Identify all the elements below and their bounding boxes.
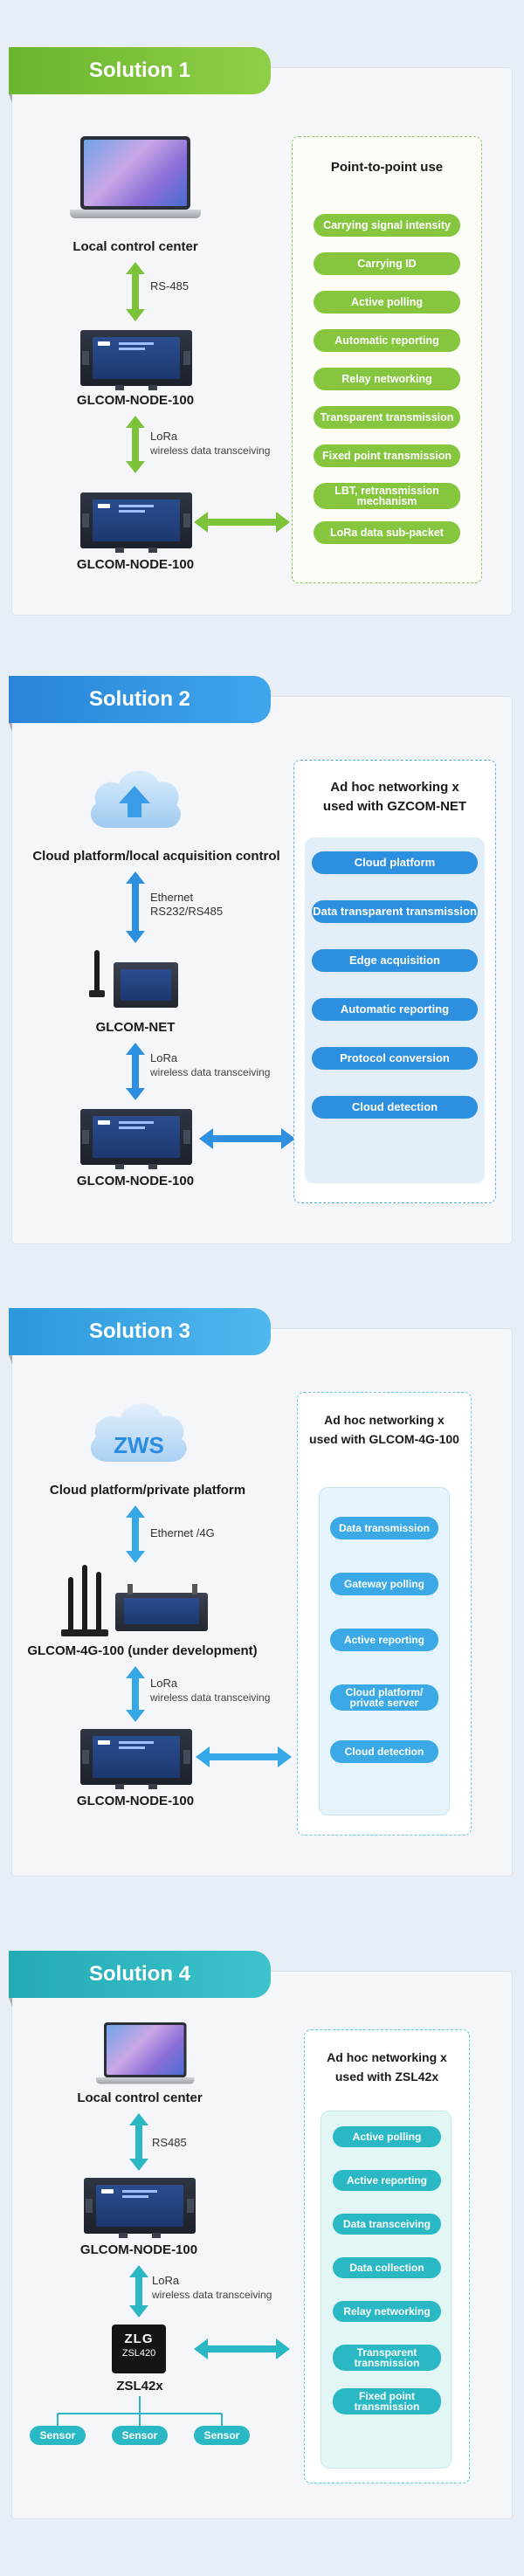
solution2-device2-label: GLCOM-NET	[95, 1020, 176, 1035]
solution4-device2-label: GLCOM-NODE-100	[79, 2242, 198, 2257]
solution2-box-title: Ad hoc networking x used with GZCOM-NET	[322, 780, 467, 814]
solution4-feature-pill: Fixed point transmission	[333, 2388, 441, 2414]
solution1-device3-label: GLCOM-NODE-100	[76, 557, 195, 572]
solution4-box-title: Ad hoc networking x used with ZSL42x	[327, 2050, 447, 2084]
solution4-arrow1	[129, 2113, 148, 2171]
solution3-device1-label: Cloud platform/private platform	[49, 1483, 246, 1498]
solution4-arrow2	[129, 2265, 148, 2318]
solution1-feature-pill: Transparent transmission	[314, 406, 460, 429]
double-arrow-icon	[199, 1128, 295, 1149]
solution3-link1: Ethernet /4G	[150, 1526, 215, 1539]
solution2-arrow2	[126, 1043, 145, 1100]
solution1-device2-label: GLCOM-NODE-100	[76, 393, 195, 408]
solution1-feature-pill: LBT, retransmission mechanism	[314, 483, 460, 509]
net-gateway-icon	[87, 950, 183, 1011]
solution1-feature-pill: Active polling	[314, 291, 460, 313]
solution3-arrow2	[126, 1666, 145, 1722]
solution3-feature-pill: Gateway polling	[330, 1573, 438, 1595]
solution2-arrow1	[126, 871, 145, 943]
solution2-link2: LoRa wireless data transceiving	[150, 1051, 271, 1078]
solution2-feature-pill: Data transparent transmission	[312, 900, 478, 923]
node-device-icon	[80, 1109, 192, 1169]
node-device-icon	[80, 492, 192, 553]
solution4-feature-pill: Transparent transmission	[333, 2345, 441, 2371]
solution2-device3-label: GLCOM-NODE-100	[76, 1174, 195, 1188]
solution3-feature-box: Ad hoc networking x used with GLCOM-4G-1…	[297, 1392, 472, 1836]
solution3-panel: Solution 3 ZWS Cloud platform/private pl…	[9, 1308, 512, 1876]
4g-gateway-icon	[61, 1553, 210, 1638]
sensor-connector-lines	[57, 2396, 223, 2428]
double-arrow-icon	[194, 2338, 290, 2359]
solution4-feature-pill: Active polling	[333, 2126, 441, 2147]
solution3-feature-pill: Active reporting	[330, 1629, 438, 1651]
solution2-feature-pill: Protocol conversion	[312, 1047, 478, 1070]
solution4-feature-pill: Data transceiving	[333, 2214, 441, 2235]
solution1-feature-pill: Carrying ID	[314, 252, 460, 275]
solution3-feature-pill: Cloud detection	[330, 1740, 438, 1763]
solution3-feature-pill: Cloud platform/ private server	[330, 1684, 438, 1711]
zlg-chip-icon: ZLG ZSL420	[112, 2325, 166, 2373]
solution1-panel: Solution 1 Local control center RS-485 G…	[9, 47, 512, 615]
solution4-feature-pill: Active reporting	[333, 2170, 441, 2191]
solution4-device1-label: Local control center	[77, 2090, 203, 2105]
solution3-arrow1	[126, 1505, 145, 1563]
solution1-feature-pill: LoRa data sub-packet	[314, 521, 460, 544]
solution1-feature-pill: Automatic reporting	[314, 329, 460, 352]
solution4-feature-box: Ad hoc networking x used with ZSL42x Act…	[304, 2029, 470, 2483]
solution1-feature-pill: Fixed point transmission	[314, 444, 460, 467]
solution3-feature-pill: Data transmission	[330, 1517, 438, 1539]
solution1-feature-box: Point-to-point use Carrying signal inten…	[292, 136, 482, 583]
cloud-upload-icon	[90, 770, 181, 828]
solution2-feature-pill: Cloud platform	[312, 851, 478, 874]
sensor-node: Sensor	[194, 2426, 250, 2445]
double-arrow-icon	[196, 1746, 292, 1767]
solution2-feature-box: Ad hoc networking x used with GZCOM-NET …	[293, 760, 496, 1203]
solution4-link2: LoRa wireless data transceiving	[152, 2274, 272, 2301]
solution1-title: Solution 1	[9, 47, 271, 103]
solution1-feature-pill: Carrying signal intensity	[314, 214, 460, 237]
solution4-link1: RS485	[152, 2136, 187, 2149]
solution2-feature-pill: Edge acquisition	[312, 949, 478, 972]
solution3-link2: LoRa wireless data transceiving	[150, 1677, 271, 1704]
double-arrow-icon	[194, 512, 290, 533]
sensor-node: Sensor	[112, 2426, 168, 2445]
laptop-icon	[70, 136, 201, 224]
solution4-panel: Solution 4 Local control center RS485 GL…	[9, 1951, 512, 2518]
sensor-node: Sensor	[30, 2426, 86, 2445]
solution2-feature-pill: Cloud detection	[312, 1096, 478, 1119]
node-device-icon	[80, 330, 192, 390]
solution2-link1: Ethernet RS232/RS485	[150, 891, 224, 918]
node-device-icon	[80, 1729, 192, 1789]
solution1-feature-pill: Relay networking	[314, 368, 460, 390]
solution3-device2-label: GLCOM-4G-100 (under development)	[27, 1643, 258, 1658]
solution2-title: Solution 2	[9, 676, 271, 732]
solution3-box-title: Ad hoc networking x used with GLCOM-4G-1…	[309, 1413, 459, 1446]
node-device-icon	[84, 2178, 196, 2238]
solution3-cloud-text: ZWS	[114, 1432, 164, 1458]
solution1-device1-label: Local control center	[72, 239, 198, 254]
solution2-panel: Solution 2 Cloud platform/local acquisit…	[9, 676, 512, 1243]
solution2-device1-label: Cloud platform/local acquisition control	[32, 849, 280, 864]
solution4-device3-label: ZSL42x	[116, 2379, 163, 2393]
solution2-feature-pill: Automatic reporting	[312, 998, 478, 1021]
solution3-device3-label: GLCOM-NODE-100	[76, 1794, 195, 1808]
solution1-arrow1	[126, 262, 145, 321]
solution4-title: Solution 4	[9, 1951, 271, 2007]
solution4-feature-pill: Data collection	[333, 2257, 441, 2278]
solution3-title: Solution 3	[9, 1308, 271, 1364]
solution1-box-title: Point-to-point use	[330, 160, 444, 175]
cloud-zws-icon	[90, 1403, 187, 1462]
solution4-feature-pill: Relay networking	[333, 2301, 441, 2322]
laptop-icon	[96, 2022, 195, 2088]
solution1-arrow2	[126, 416, 145, 473]
solution1-link2: LoRa wireless data transceiving	[150, 430, 271, 457]
solution1-link1: RS-485	[150, 279, 190, 293]
